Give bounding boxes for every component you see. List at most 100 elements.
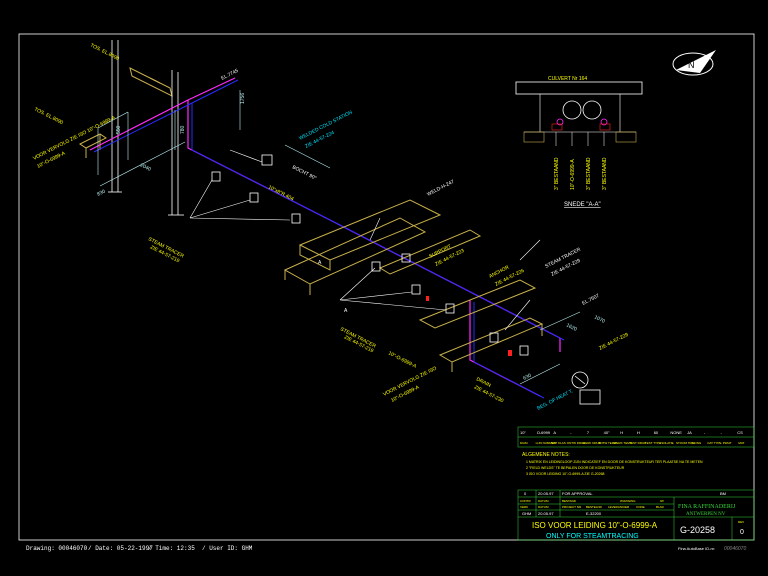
tb-h1-4: IW <box>660 499 664 503</box>
tb-h2-3: BESTELNR <box>586 505 603 509</box>
rev-by: BM <box>720 491 726 496</box>
rev-value: 0 <box>740 529 744 536</box>
rev-date: 20.05.97 <box>538 491 554 496</box>
bom-header-0: DIAM <box>520 441 528 445</box>
bom-value-5: 40" <box>604 430 610 435</box>
note-line-1: 1 MATRIX EN LEIDINGLOOP ZIJN INDICATIEF … <box>526 460 703 464</box>
autobase-id: 00046070 <box>724 546 746 552</box>
section-title: SNEDE "A-A" <box>564 202 601 208</box>
label-weld: WELD-H-247 <box>426 179 455 198</box>
company-line-1: FINA RAFFINADERIJ <box>678 504 736 510</box>
bom-value-1: O-6999 <box>537 430 551 435</box>
bom-value-7: H <box>637 430 640 435</box>
bom-value-4: 7 <box>587 430 590 435</box>
status-drawing: Drawing: 00046070 <box>26 545 88 552</box>
elev-right: EL.7507 <box>581 293 601 307</box>
rev-number: 0 <box>524 491 527 496</box>
dimension-lines <box>97 90 581 385</box>
label-vgl-left: VOOR VERVOLG ZIE ISO 10"-O-6999-A <box>32 115 117 162</box>
bom-header-2: MAT KLAS <box>551 441 566 445</box>
bom-header-13: PWHT <box>723 441 732 445</box>
bom-value-12: - <box>721 430 723 435</box>
dim-1070: 1070 <box>593 314 606 324</box>
bom-header-4: WERK DRUK <box>582 441 600 445</box>
bom-value-8: 60 <box>654 430 659 435</box>
status-date: / Date: 05-22-1997 <box>88 545 153 552</box>
elev-top-right: EL.7745 <box>220 68 240 82</box>
tb-val-0: GHM <box>522 511 531 516</box>
autobase-label: Fina AutoBase ID-nr: <box>678 546 715 551</box>
label-reduce: 10"x8"R.404 <box>267 184 295 202</box>
bom-value-2: A <box>553 430 556 435</box>
svg-text:N: N <box>688 60 695 70</box>
notes-title: ALGEMENE NOTES: <box>522 452 570 458</box>
note-line-3: 3 ISO VOOR LEIDING 10"-O-6999-A ZIE G-20… <box>526 472 605 476</box>
status-user: / User ID: GHM <box>202 545 253 552</box>
drawing-number: G-20258 <box>680 525 715 535</box>
elev-top-left: TOS. EL.8090 <box>89 42 120 62</box>
label-right-tag: ZIE 44-57-229 <box>598 332 629 352</box>
culvert-tag-2: 10"-O-6999-A <box>570 159 576 190</box>
steel-platform-left <box>79 133 107 158</box>
steel-column-left <box>108 40 122 193</box>
notes-block: ALGEMENE NOTES: 1 MATRIX EN LEIDINGLOOP … <box>522 452 703 476</box>
bom-header-8: TEST TYPE <box>645 441 661 445</box>
dim-550: 550 <box>116 125 122 134</box>
tb-val-3: E-32200 <box>586 511 602 516</box>
bom-value-11: - <box>704 430 706 435</box>
bom-value-13: CS <box>737 430 743 435</box>
title-line-2: ONLY FOR STEAMTRACING <box>546 533 639 540</box>
rev-label: REV <box>738 520 744 524</box>
tb-h2-6: BLAD <box>656 505 665 509</box>
bom-header-1: LIJN NUMMER <box>536 441 557 445</box>
label-valve-tag: BEG. OF HEAT T. <box>536 388 574 411</box>
culvert-tag-1: 3" BESTAAND <box>554 157 560 190</box>
tb-h2-2: PROJECT NR <box>562 505 582 509</box>
dim-1620: 1620 <box>565 322 578 332</box>
tb-h1-2: BESTAND <box>562 499 577 503</box>
company-line-2: ANTWERPEN NV <box>686 512 726 517</box>
steel-column-mid <box>168 70 184 216</box>
bom-value-6: H <box>620 430 623 435</box>
tracer-pipe <box>93 79 565 399</box>
bom-value-0: 10" <box>520 430 526 435</box>
bom-header-5: ONTW TEMP <box>598 441 616 445</box>
bom-header-7: TEST DRUK <box>629 441 646 445</box>
north-arrow-icon: N <box>672 50 716 76</box>
drawing-frame <box>18 33 755 541</box>
tb-h1-0: CONTR <box>520 499 531 503</box>
bom-header-11: KL <box>692 441 696 445</box>
bom-header-3: ONTW DRUK <box>567 441 586 445</box>
culvert-detail: CULVERT Nr 164 3" BESTAAND 10"-O-6999-A … <box>515 76 643 208</box>
tb-h1-1: DATUM <box>538 499 549 503</box>
tb-val-1: 20.05.97 <box>538 511 554 516</box>
section-mark-2: A <box>344 308 348 314</box>
bom-value-10: JA <box>687 430 692 435</box>
label-bend: BOCHT 90° <box>291 164 317 181</box>
bom-table <box>517 426 755 448</box>
steel-frame-center <box>283 199 544 372</box>
culvert-tag-4: 3" BESTAAND <box>602 157 608 190</box>
culvert-tag-3: 3" BESTAAND <box>586 157 592 190</box>
tb-h2-4: LEVERANCIER <box>608 505 630 509</box>
title-line-1: ISO VOOR LEIDING 10"-O-6999-A <box>532 521 658 530</box>
steel-beam-top <box>129 67 173 97</box>
dim-780: 780 <box>180 125 186 134</box>
valve-assembly <box>571 371 601 405</box>
dim-1756: 1756 <box>240 93 246 104</box>
bom-value-9: NONE <box>670 430 682 435</box>
bom-header-12: CAT TYPE <box>707 441 721 445</box>
bom-header-6: WERK TEMP <box>614 441 632 445</box>
bom-header-9: ISOLATIE <box>660 441 673 445</box>
weld-markers <box>426 296 512 356</box>
elev-mid-left: TOS. EL.8090 <box>33 106 64 126</box>
dim-2040: 2040 <box>139 162 152 172</box>
dim-630: 630 <box>522 373 532 382</box>
tb-h1-3: WIJZIGING <box>620 499 636 503</box>
status-time: / Time: 12:35 <box>148 545 195 552</box>
leader-lines <box>189 149 541 331</box>
section-mark-1: A <box>318 260 322 266</box>
